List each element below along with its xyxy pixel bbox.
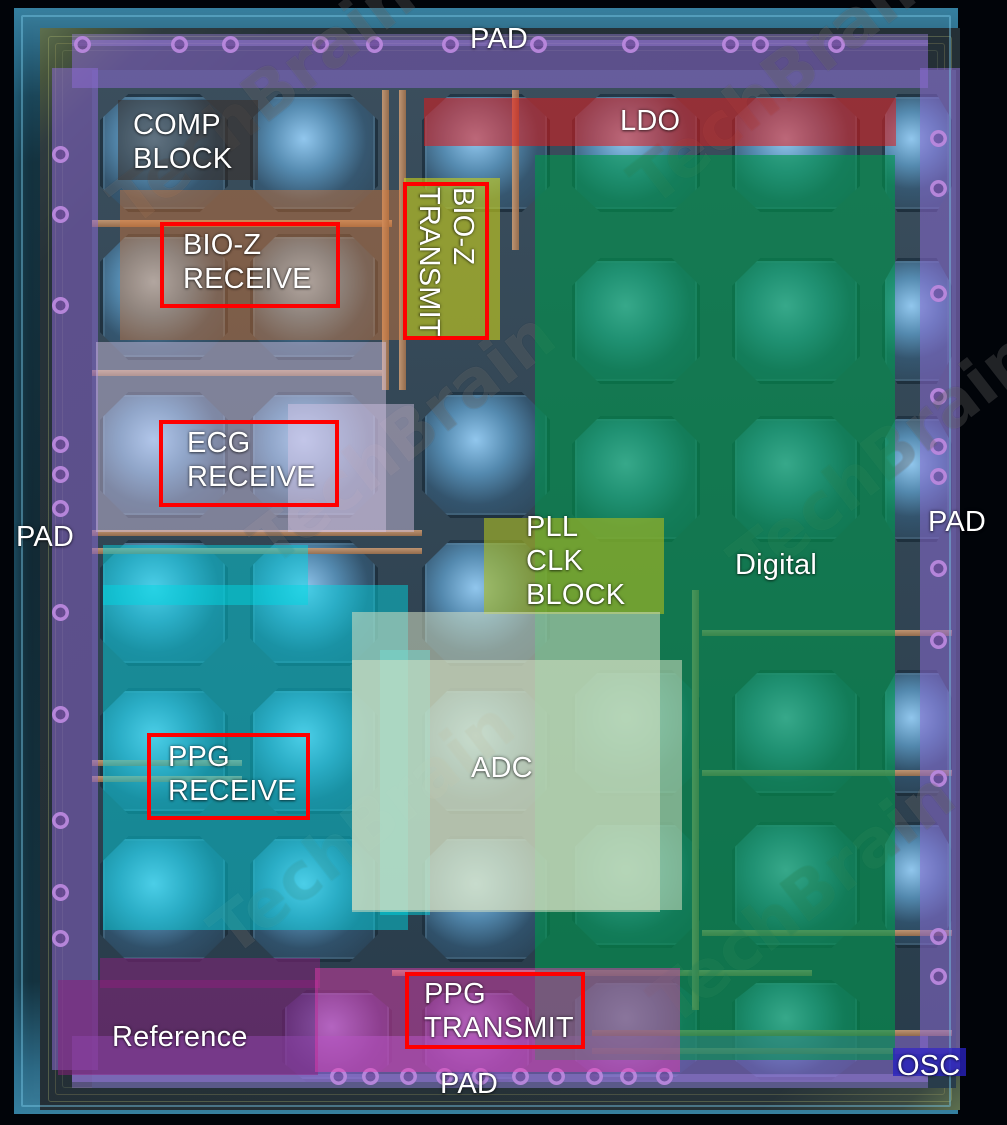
block-label-comp-block: COMP BLOCK [133,109,233,175]
metal-trace [92,548,422,554]
device-cell [732,416,860,542]
device-cell [732,94,860,212]
device-cell [732,670,860,796]
block-label-bio-z-transmit: BIO-Z TRANSMIT [413,187,479,337]
device-cell [100,836,228,962]
metal-trace [702,630,952,636]
device-cell [250,94,378,212]
pad-label-right: PAD [928,506,987,538]
block-label-ppg-receive: PPG RECEIVE [168,741,297,807]
device-cell [882,258,952,384]
block-label-pll-clk-block: PLL CLK BLOCK [526,511,626,611]
pad-label-left: PAD [16,521,75,553]
pad-bus-bottom [72,1074,928,1088]
block-label-digital: Digital [735,549,817,581]
metal-trace [92,370,382,376]
device-cell [732,258,860,384]
block-label-reference: Reference [112,1021,248,1053]
callout-box-ecg-receive [159,420,339,507]
block-label-osc: OSC [897,1050,961,1082]
callout-box-ppg-receive [147,733,310,820]
device-cell [572,258,700,384]
block-label-bio-z-receive: BIO-Z RECEIVE [183,229,312,295]
device-cell [572,980,700,1080]
device-cell [732,822,860,948]
die-active-area [40,28,960,1110]
metal-trace [92,530,422,536]
block-label-ppg-transmit: PPG TRANSMIT [424,978,574,1044]
metal-trace [702,930,952,936]
device-cell [250,836,378,962]
callout-box-bio-z-receive [160,222,340,308]
callout-box-ppg-transmit [405,972,585,1049]
metal-trace [592,1030,952,1036]
block-label-adc: ADC [471,752,533,784]
metal-trace [382,90,389,390]
metal-trace [702,770,952,776]
device-cell [572,670,700,796]
callout-box-bio-z-transmit [403,182,489,340]
device-cell [422,392,550,518]
device-cell [732,980,860,1080]
pad-label-top: PAD [470,23,529,55]
block-label-ldo: LDO [620,105,681,137]
device-cell [100,540,228,666]
device-cell [422,836,550,962]
pad-label-bottom: PAD [440,1068,499,1100]
device-cell [250,540,378,666]
metal-trace [692,590,699,1010]
block-label-ecg-receive: ECG RECEIVE [187,427,316,493]
metal-trace [512,90,519,250]
device-cell [572,822,700,948]
